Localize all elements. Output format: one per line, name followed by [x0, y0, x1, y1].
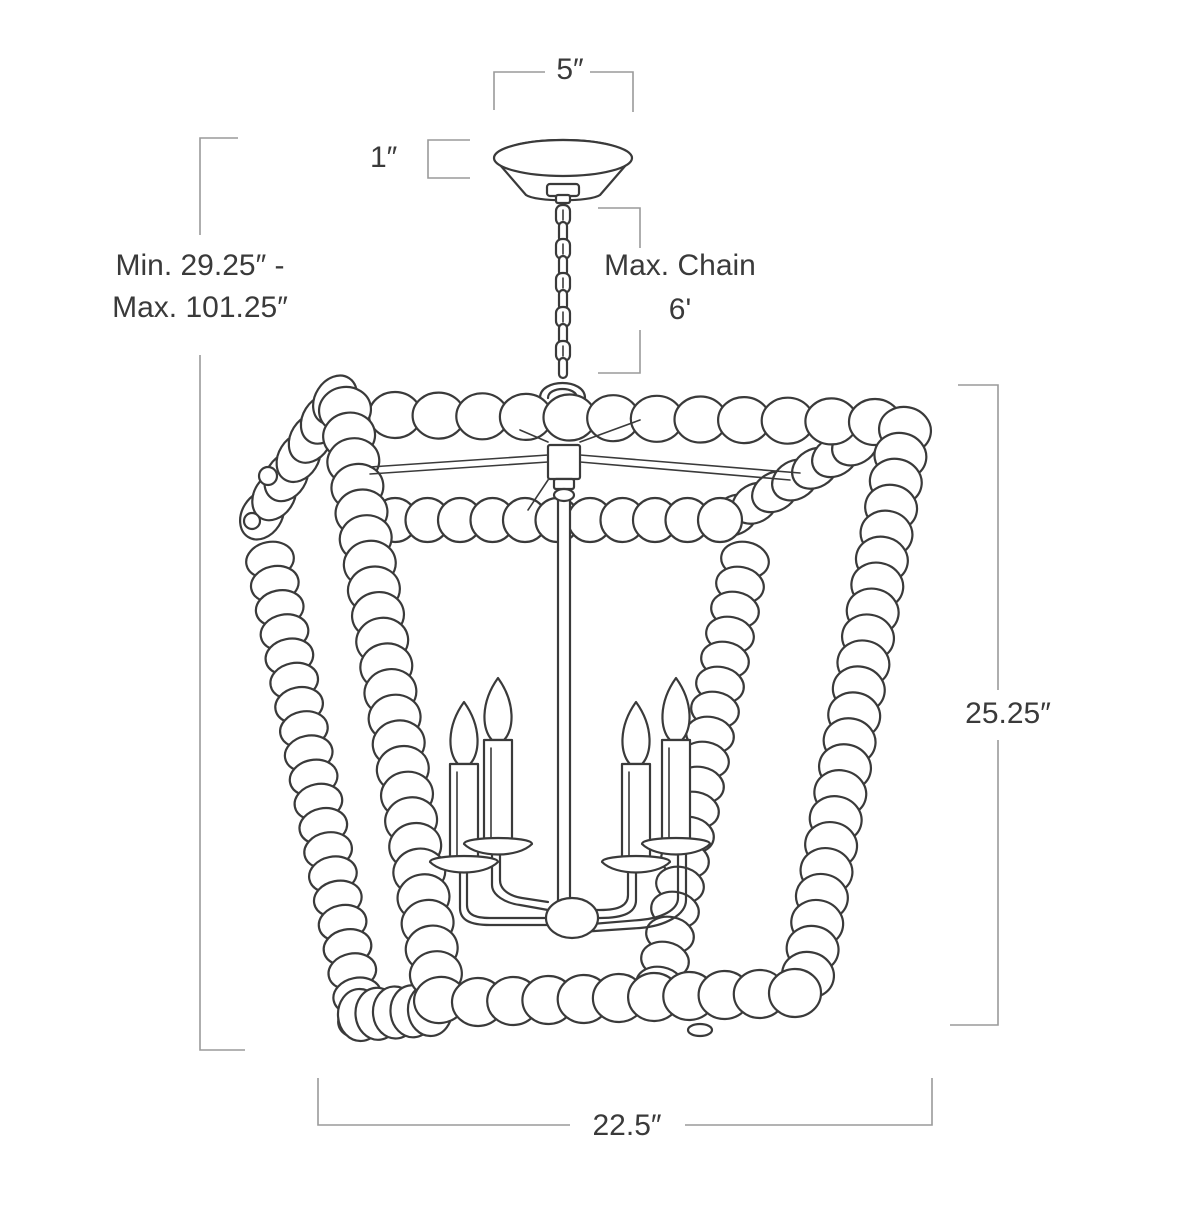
- candle-cup: [640, 836, 712, 856]
- canopy-width-bracket-right: [590, 71, 634, 112]
- canopy-width-label: 5″: [556, 53, 584, 86]
- fixture-height-bracket-top: [958, 384, 999, 690]
- fixture-width-label: 22.5″: [592, 1109, 662, 1142]
- overall-height-bracket-bottom: [199, 355, 245, 1051]
- chain-label: Max. Chain: [604, 249, 756, 282]
- front-right-post: [780, 405, 933, 1000]
- candle-front-right: [640, 676, 712, 856]
- canopy-width-bracket-left: [493, 71, 545, 110]
- overall-height-max-label: Max. 101.25″: [112, 291, 288, 324]
- overall-height-bracket-top: [199, 137, 238, 235]
- candle-cup: [600, 854, 672, 874]
- front-left-post: [317, 385, 468, 1025]
- fixture-width-bracket-right: [685, 1078, 933, 1126]
- lantern-frame: [239, 374, 933, 1043]
- candle-front-left: [462, 676, 534, 856]
- fixture-height-label: 25.25″: [965, 697, 1051, 730]
- foot: [686, 1022, 714, 1038]
- bead: [767, 967, 823, 1019]
- candle-cup: [428, 854, 500, 874]
- chain-bracket-top: [598, 207, 641, 248]
- back-right-post: [635, 540, 770, 1005]
- candle-back-left: [428, 700, 500, 874]
- chain: [554, 203, 572, 380]
- candle-bulb: [483, 676, 513, 742]
- candle-bulb: [621, 700, 651, 766]
- bead: [696, 496, 744, 544]
- chain-length-label: 6': [668, 293, 692, 326]
- finial: [242, 511, 262, 531]
- canopy: [492, 138, 634, 205]
- back-top-bar: [371, 496, 744, 544]
- candle-cup: [462, 836, 534, 856]
- candle-sleeve: [482, 738, 514, 844]
- candle-bulb: [661, 676, 691, 742]
- dimension-lines: [199, 71, 999, 1126]
- chain-bracket-bottom: [598, 330, 641, 374]
- candle-bulb: [449, 700, 479, 766]
- center-stem: [552, 487, 576, 907]
- front-top-bar: [367, 390, 903, 447]
- finial: [257, 465, 279, 487]
- fixture-height-bracket-bottom: [950, 740, 999, 1026]
- canopy-height-bracket: [427, 139, 470, 179]
- candle-cluster: [428, 676, 712, 940]
- chain-link: [557, 356, 569, 380]
- cross-brace: [369, 419, 801, 511]
- front-bottom-bar: [450, 967, 823, 1028]
- back-left-post: [245, 540, 387, 1040]
- overall-height-min-label: Min. 29.25″ -: [115, 249, 285, 282]
- candle-sleeve: [660, 738, 692, 844]
- fixture-width-bracket-left: [317, 1078, 570, 1126]
- canopy-height-label: 1″: [370, 141, 398, 174]
